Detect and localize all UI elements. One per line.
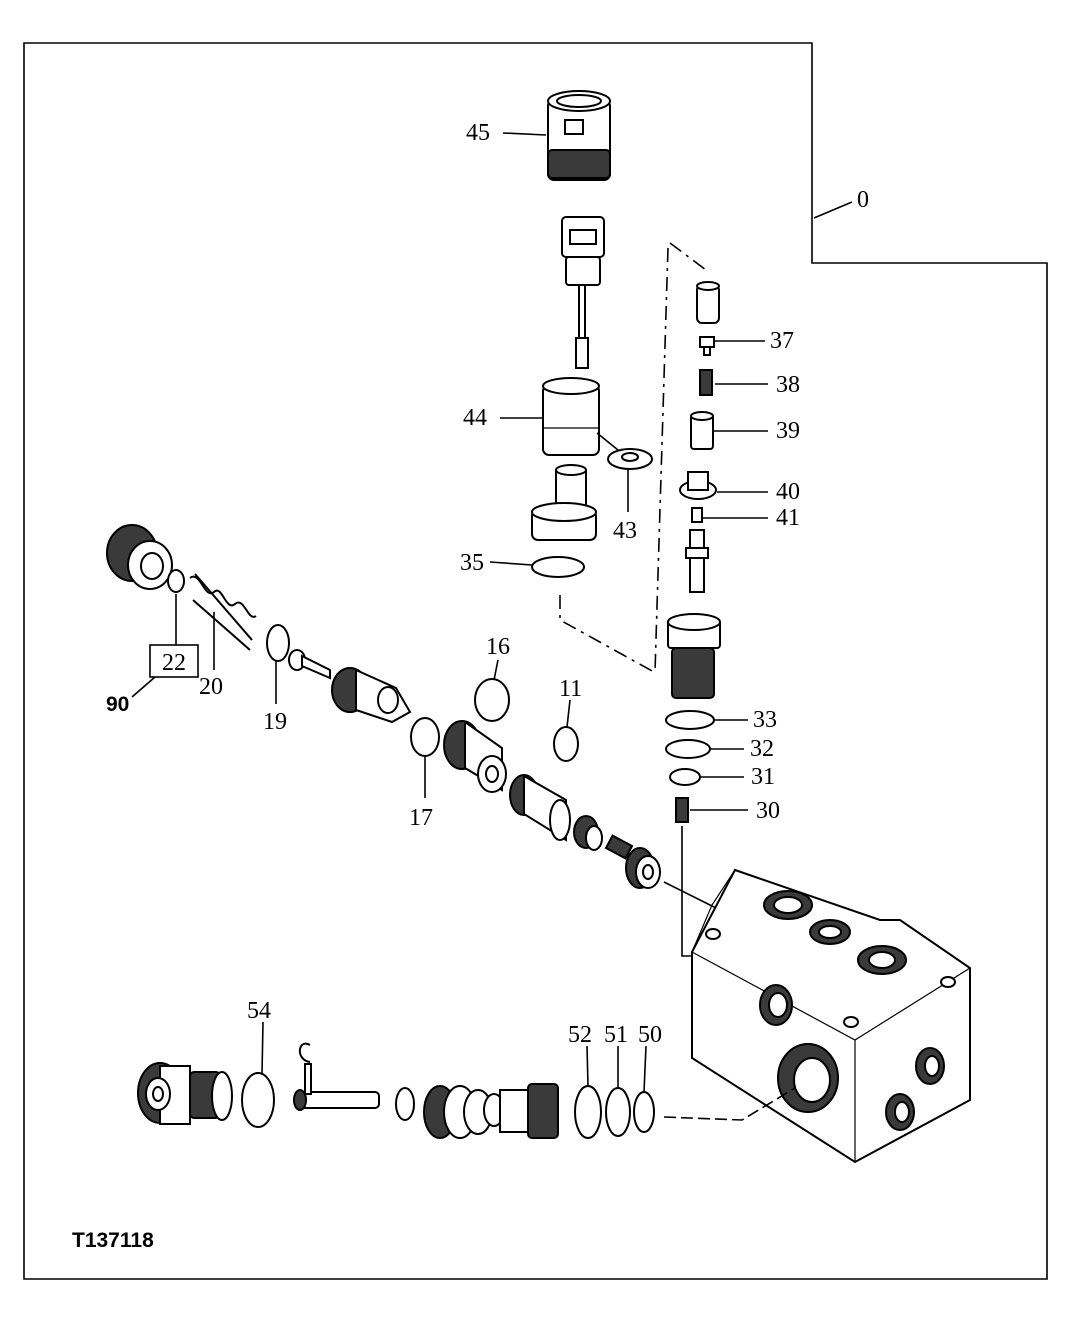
callout-41: 41 (776, 505, 800, 531)
callout-90: 90 (106, 693, 129, 716)
part-stack-right (679, 281, 720, 593)
part-bottom-plug (137, 1062, 233, 1125)
callout-51: 51 (604, 1022, 628, 1048)
callout-40: 40 (776, 479, 800, 505)
callout-52: 52 (568, 1022, 592, 1048)
callout-16: 16 (486, 634, 510, 660)
part-30-spring (675, 797, 689, 823)
part-bottom-spool (293, 1063, 380, 1111)
part-poppet (288, 649, 331, 680)
part-19-o-ring (266, 624, 290, 662)
callout-44: 44 (463, 405, 487, 431)
callout-22-box (149, 644, 199, 678)
part-17-ring (410, 717, 440, 757)
callout-39: 39 (776, 418, 800, 444)
diagram-border (23, 42, 1048, 1280)
part-spring-small (604, 834, 634, 860)
part-11-o-ring (553, 726, 579, 762)
callout-45: 45 (466, 120, 490, 146)
part-22-washer (167, 569, 185, 593)
part-52-o-ring (574, 1085, 602, 1139)
callout-43: 43 (613, 518, 637, 544)
valve-body (691, 868, 971, 1164)
callout-19: 19 (263, 709, 287, 735)
callout-17: 17 (409, 805, 433, 831)
part-20-spring (189, 573, 257, 651)
part-sleeve (443, 720, 507, 793)
callout-50: 50 (638, 1022, 662, 1048)
part-bottom-spring (423, 1085, 493, 1139)
part-54-o-ring (241, 1072, 275, 1128)
part-45-cap (547, 90, 611, 181)
part-35-o-ring (531, 556, 585, 578)
part-44-solenoid (531, 216, 605, 541)
part-51-backup-ring (605, 1087, 631, 1137)
callout-54: 54 (247, 998, 271, 1024)
part-32-backup-ring (665, 739, 711, 759)
callout-32: 32 (750, 736, 774, 762)
callout-31: 31 (751, 764, 775, 790)
callout-38: 38 (776, 372, 800, 398)
callout-0: 0 (857, 187, 869, 213)
part-retaining-clip (298, 1042, 311, 1063)
part-valve-seat (331, 667, 412, 724)
callout-33: 33 (753, 707, 777, 733)
callout-20: 20 (199, 674, 223, 700)
part-43-washer (607, 448, 653, 470)
callout-11: 11 (559, 676, 582, 702)
part-cartridge-body (667, 613, 721, 699)
part-33-o-ring (665, 710, 715, 730)
part-bottom-cartridge (483, 1083, 559, 1139)
figure-id: T137118 (72, 1229, 154, 1252)
callout-30: 30 (756, 798, 780, 824)
part-50-o-ring (633, 1091, 655, 1133)
part-spool (509, 774, 571, 842)
part-plug-small (573, 815, 603, 851)
part-bottom-washer (395, 1087, 415, 1121)
callout-37: 37 (770, 328, 794, 354)
callout-22: 22 (162, 650, 186, 676)
part-nut (625, 847, 661, 889)
part-relief-plug (106, 524, 173, 590)
callout-35: 35 (460, 550, 484, 576)
part-31-o-ring (669, 768, 701, 786)
part-16-o-ring (474, 678, 510, 722)
